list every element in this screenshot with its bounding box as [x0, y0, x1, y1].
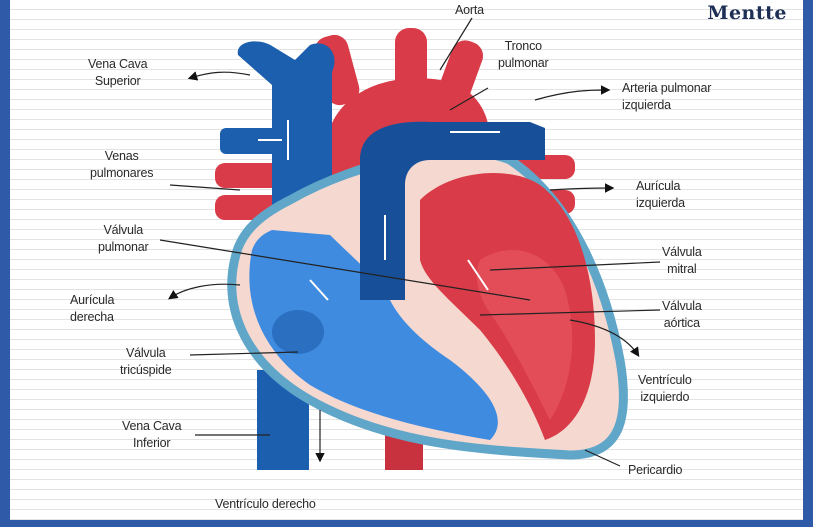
tricuspid-valve-shape: [272, 310, 324, 354]
label-ventriculo-derecho: Ventrículo derecho: [215, 496, 316, 513]
label-vena-cava-superior: Vena Cava Superior: [88, 56, 147, 90]
label-valvula-aortica: Válvula aórtica: [662, 298, 702, 332]
diagram-canvas: Mentte Aorta Tronco pulmonar Arteria pul…: [10, 0, 803, 520]
label-valvula-pulmonar: Válvula pulmonar: [98, 222, 149, 256]
label-auricula-derecha: Aurícula derecha: [70, 292, 114, 326]
label-aorta: Aorta: [455, 2, 484, 19]
label-arteria-pulmonar-izquierda: Arteria pulmonar izquierda: [622, 80, 711, 114]
label-pericardio: Pericardio: [628, 462, 682, 479]
label-vena-cava-inferior: Vena Cava Inferior: [122, 418, 181, 452]
label-valvula-tricuspide: Válvula tricúspide: [120, 345, 172, 379]
label-ventriculo-izquierdo: Ventrículo izquierdo: [638, 372, 692, 406]
label-tronco-pulmonar: Tronco pulmonar: [498, 38, 549, 72]
label-auricula-izquierda: Aurícula izquierda: [636, 178, 685, 212]
brand-logo: Mentte: [707, 2, 787, 24]
label-valvula-mitral: Válvula mitral: [662, 244, 702, 278]
label-venas-pulmonares: Venas pulmonares: [90, 148, 153, 182]
